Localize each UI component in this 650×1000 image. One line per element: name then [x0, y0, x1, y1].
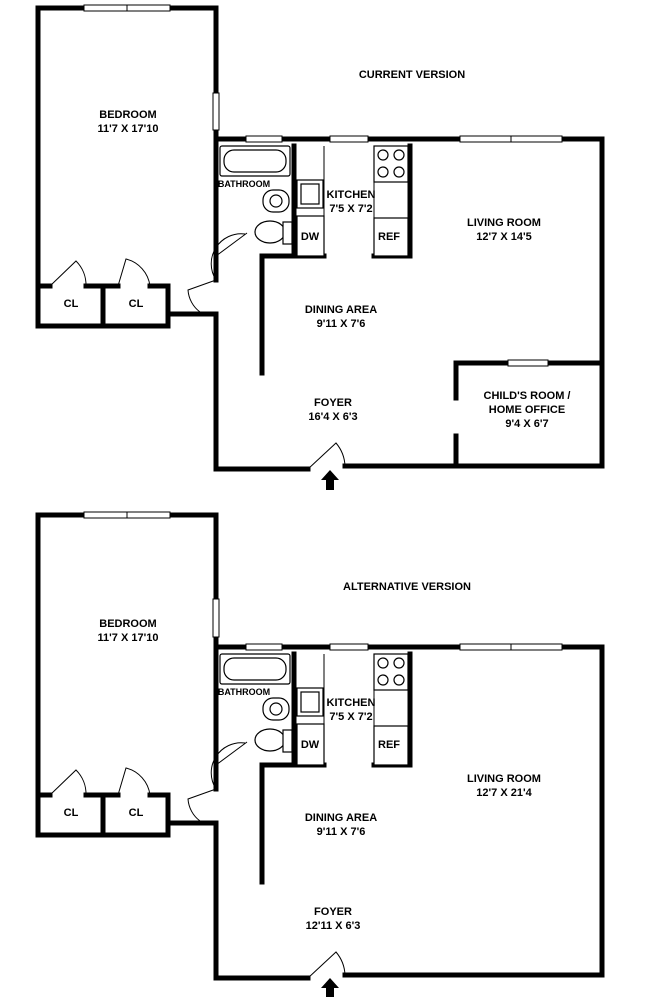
- foyer-label: FOYER: [314, 906, 352, 918]
- entry-door: [307, 951, 346, 997]
- kitchen-fixtures: [296, 653, 409, 766]
- bedroom-label: BEDROOM: [99, 618, 156, 630]
- entry-arrow-icon: [321, 978, 339, 997]
- dining-area-label: DINING AREA: [305, 304, 377, 316]
- bedroom-label: BEDROOM: [99, 109, 156, 121]
- interior-doors: [187, 741, 248, 822]
- dining-area-dim: 9'11 X 7'6: [317, 318, 366, 330]
- room-labels: BEDROOM 11'7 X 17'10 CL CL BATHROOM KITC…: [64, 109, 571, 430]
- closet-label: CL: [129, 298, 144, 310]
- kitchen-label: KITCHEN: [327, 189, 376, 201]
- dishwasher-label: DW: [301, 739, 320, 751]
- entry-door: [307, 442, 346, 490]
- bathroom-fixtures: [219, 145, 293, 245]
- kitchen-label: KITCHEN: [327, 697, 376, 709]
- plan-alternative: ALTERNATIVE VERSION: [35, 511, 605, 997]
- windows: [83, 4, 563, 367]
- windows: [83, 511, 563, 651]
- dining-area-dim: 9'11 X 7'6: [317, 826, 366, 838]
- bathroom-label: BATHROOM: [218, 687, 270, 697]
- foyer-label: FOYER: [314, 397, 352, 409]
- interior-doors: [187, 232, 248, 313]
- foyer-dim: 12'11 X 6'3: [306, 920, 361, 932]
- refrigerator-label: REF: [378, 231, 400, 243]
- closet-doors: [49, 258, 151, 287]
- walls: [35, 512, 605, 981]
- living-room-dim: 12'7 X 21'4: [476, 787, 532, 799]
- bathroom-label: BATHROOM: [218, 179, 270, 189]
- childs-room-dim: 9'4 X 6'7: [505, 418, 548, 430]
- bedroom-dim: 11'7 X 17'10: [98, 123, 159, 135]
- childs-room-label: CHILD'S ROOM /: [484, 390, 571, 402]
- dining-area-label: DINING AREA: [305, 812, 377, 824]
- living-room-dim: 12'7 X 14'5: [476, 231, 531, 243]
- entry-arrow-icon: [321, 470, 339, 490]
- plan-heading: ALTERNATIVE VERSION: [343, 581, 471, 593]
- bathroom-fixtures: [219, 653, 293, 753]
- plan-current: CURRENT VERSION: [35, 4, 605, 490]
- childs-room-label-2: HOME OFFICE: [489, 404, 565, 416]
- closet-doors: [49, 767, 151, 796]
- plan-heading: CURRENT VERSION: [359, 69, 465, 81]
- closet-label: CL: [129, 807, 144, 819]
- room-labels: BEDROOM 11'7 X 17'10 CL CL BATHROOM KITC…: [64, 618, 541, 932]
- bedroom-dim: 11'7 X 17'10: [98, 632, 159, 644]
- living-room-label: LIVING ROOM: [467, 773, 541, 785]
- closet-label: CL: [64, 807, 79, 819]
- foyer-dim: 16'4 X 6'3: [308, 411, 357, 423]
- dishwasher-label: DW: [301, 231, 320, 243]
- kitchen-fixtures: [296, 145, 409, 257]
- closet-label: CL: [64, 298, 79, 310]
- kitchen-dim: 7'5 X 7'2: [329, 711, 372, 723]
- kitchen-dim: 7'5 X 7'2: [329, 203, 372, 215]
- refrigerator-label: REF: [378, 739, 400, 751]
- living-room-label: LIVING ROOM: [467, 217, 541, 229]
